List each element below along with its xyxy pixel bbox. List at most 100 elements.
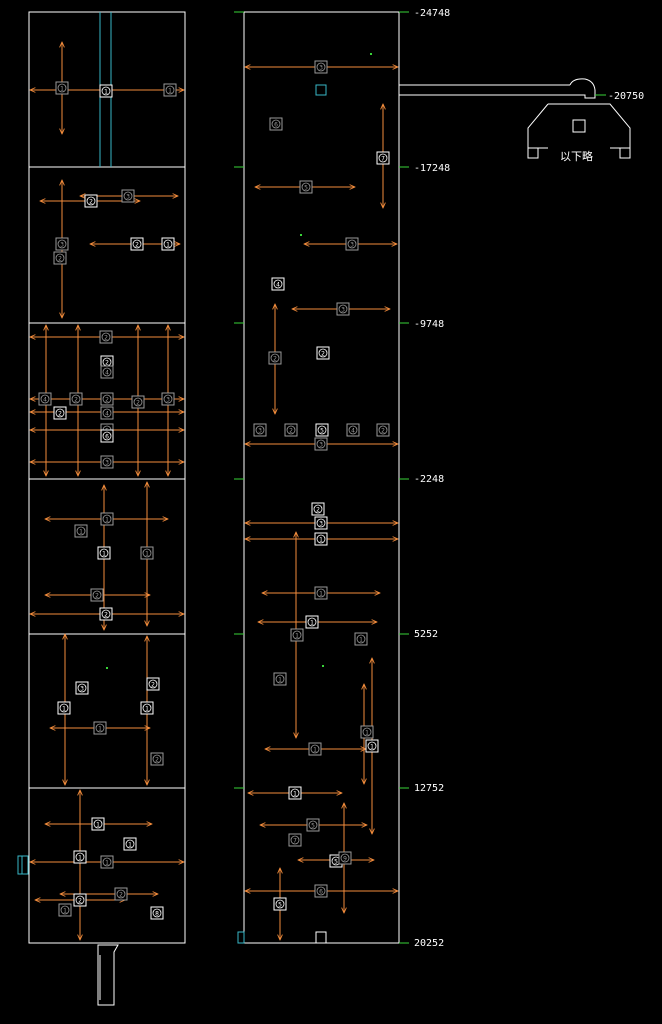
reference-marker-circle: [338, 304, 348, 314]
reference-marker-label: 2: [151, 682, 155, 689]
reference-marker: 3: [100, 455, 114, 469]
reference-marker: 2: [73, 893, 87, 907]
reference-marker-circle: [57, 83, 67, 93]
reference-marker-label: 1: [293, 791, 297, 798]
reference-marker: 1: [74, 524, 88, 538]
reference-marker: 2: [268, 351, 282, 365]
reference-marker: 1: [140, 546, 154, 560]
reference-marker: 2: [150, 752, 164, 766]
reference-marker-label: 1: [96, 822, 100, 829]
station-label: -2248: [414, 474, 444, 485]
reference-marker: 1: [288, 786, 302, 800]
reference-marker: 1: [305, 615, 319, 629]
reference-marker: 1: [73, 850, 87, 864]
reference-marker: 3: [161, 392, 175, 406]
reference-marker-label: 8: [155, 911, 159, 918]
reference-marker-circle: [275, 674, 285, 684]
reference-marker: 1: [97, 546, 111, 560]
reference-marker-label: 2: [136, 400, 140, 407]
reference-marker-circle: [316, 534, 326, 544]
reference-marker-circle: [308, 820, 318, 830]
reference-marker-label: 4: [276, 282, 280, 289]
reference-marker: 2: [311, 502, 325, 516]
reference-marker-circle: [318, 348, 328, 358]
reference-marker-circle: [270, 353, 280, 363]
reference-marker-circle: [101, 86, 111, 96]
reference-marker: 6: [100, 429, 114, 443]
reference-marker-circle: [310, 744, 320, 754]
reference-marker-label: 2: [381, 428, 385, 435]
reference-marker-circle: [316, 62, 326, 72]
reference-marker: 1: [55, 81, 69, 95]
reference-marker-circle: [301, 182, 311, 192]
reference-marker-label: 2: [119, 892, 123, 899]
reference-marker: 4: [100, 365, 114, 379]
reference-marker-label: 7: [381, 156, 385, 163]
reference-marker-label: 1: [168, 88, 172, 95]
reference-marker-circle: [40, 394, 50, 404]
reference-marker: 2: [131, 395, 145, 409]
reference-marker: 3: [253, 423, 267, 437]
reference-marker: 3: [314, 516, 328, 530]
reference-marker: 2: [99, 607, 113, 621]
reference-marker-circle: [142, 703, 152, 713]
reference-marker-label: 2: [105, 360, 109, 367]
right-cyan-box: [315, 84, 327, 96]
reference-marker: 1: [93, 721, 107, 735]
reference-marker-label: 1: [105, 860, 109, 867]
reference-marker-label: 2: [95, 593, 99, 600]
reference-marker: 5: [315, 423, 329, 437]
right-cyan-mark: [237, 931, 245, 944]
reference-marker-circle: [102, 394, 112, 404]
reference-marker: 1: [58, 903, 72, 917]
reference-marker-label: 2: [78, 898, 82, 905]
reference-marker-circle: [165, 85, 175, 95]
reference-marker-circle: [152, 754, 162, 764]
reference-marker-circle: [271, 119, 281, 129]
station-label: 5252: [414, 629, 438, 640]
reference-marker-label: 4: [351, 428, 355, 435]
reference-marker-label: 1: [60, 86, 64, 93]
reference-marker-label: 1: [319, 591, 323, 598]
reference-marker-label: 2: [104, 335, 108, 342]
reference-marker: 1: [354, 632, 368, 646]
reference-marker-label: 1: [359, 637, 363, 644]
reference-marker-circle: [95, 723, 105, 733]
station-label: -9748: [414, 319, 444, 330]
reference-marker-circle: [163, 239, 173, 249]
reference-marker-label: 1: [145, 551, 149, 558]
reference-marker-label: 1: [104, 89, 108, 96]
reference-marker-circle: [340, 853, 350, 863]
station-label: -24748: [414, 8, 450, 19]
reference-marker-label: 1: [365, 730, 369, 737]
reference-marker-circle: [57, 239, 67, 249]
reference-marker: 1: [308, 742, 322, 756]
station-label: 12752: [414, 783, 444, 794]
reference-marker: 3: [314, 60, 328, 74]
reference-marker-circle: [316, 886, 326, 896]
reference-marker-label: 6: [274, 122, 278, 129]
reference-marker-circle: [116, 889, 126, 899]
reference-marker-label: 1: [145, 706, 149, 713]
reference-marker-label: 2: [74, 397, 78, 404]
reference-marker-label: 2: [105, 397, 109, 404]
reference-marker-circle: [347, 239, 357, 249]
reference-marker-circle: [142, 548, 152, 558]
reference-marker-label: 1: [295, 633, 299, 640]
reference-marker: 4: [346, 423, 360, 437]
reference-marker: 2: [284, 423, 298, 437]
reference-marker-label: 1: [310, 620, 314, 627]
reference-marker-label: 1: [105, 517, 109, 524]
reference-marker: 1: [140, 701, 154, 715]
reference-marker-label: 3: [105, 460, 109, 467]
reference-marker: 2: [99, 330, 113, 344]
reference-marker-label: 1: [79, 529, 83, 536]
reference-marker-label: 3: [60, 242, 64, 249]
reference-marker: 5: [299, 180, 313, 194]
reference-marker-label: 4: [43, 397, 47, 404]
reference-marker: 1: [290, 628, 304, 642]
reference-marker: 1: [360, 725, 374, 739]
reference-marker: 5: [306, 818, 320, 832]
reference-marker: 1: [123, 837, 137, 851]
